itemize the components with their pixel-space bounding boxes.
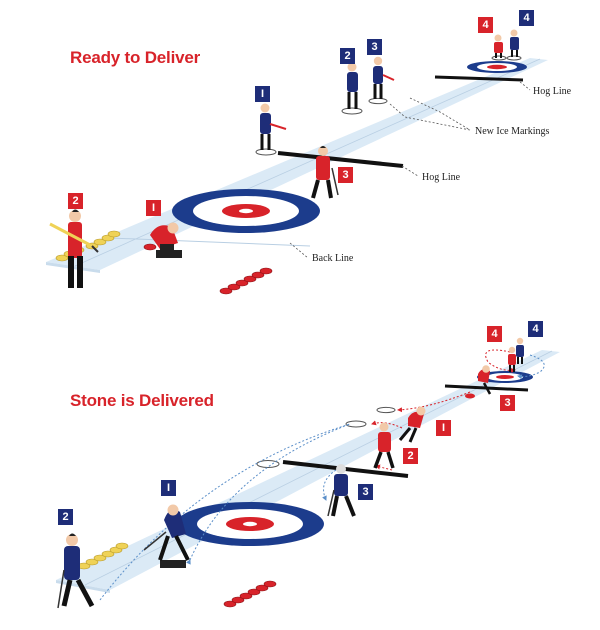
near-hog-line	[277, 151, 404, 168]
back-line	[109, 237, 311, 247]
badge-blue-4: 4	[519, 10, 534, 26]
ice-marking	[256, 460, 280, 468]
hack	[156, 250, 182, 258]
ice-marking	[255, 148, 277, 156]
ice-marking	[376, 406, 396, 414]
near-house	[172, 189, 320, 233]
ice-marking	[345, 420, 367, 428]
bottom-panel	[56, 337, 560, 609]
player-blue-4	[510, 29, 519, 57]
ice-marking	[341, 107, 363, 115]
player-blue-2	[57, 533, 95, 609]
badge-red-1: I	[146, 200, 161, 216]
yellow-stones	[77, 542, 129, 570]
red-stones	[223, 580, 277, 608]
panel-title-ready: Ready to Deliver	[70, 48, 201, 67]
label-hog-line-far: Hog Line	[533, 86, 572, 97]
hack	[160, 560, 186, 568]
player-red-3	[311, 146, 339, 199]
moving-stone	[465, 393, 475, 399]
player-blue-3	[327, 464, 356, 517]
badge-blue-4: 4	[528, 321, 543, 337]
path-red-2	[375, 464, 393, 471]
player-blue-4	[516, 337, 524, 364]
leader-new-ice-2	[409, 97, 471, 131]
player-red-2	[373, 422, 395, 469]
leader-hog-far	[519, 81, 531, 91]
ice-marking	[368, 97, 388, 105]
player-red-2	[49, 209, 99, 288]
player-red-4	[508, 346, 516, 372]
red-stones	[219, 267, 273, 295]
badge-red-2: 2	[403, 448, 418, 464]
player-blue-1	[260, 103, 287, 150]
player-blue-2	[347, 62, 358, 109]
badge-red-2: 2	[68, 193, 83, 209]
label-hog-line-near: Hog Line	[422, 172, 461, 183]
far-house	[467, 61, 527, 73]
badge-blue-2: 2	[340, 48, 355, 64]
ice-marking	[491, 55, 507, 61]
leader-hog-near	[401, 165, 419, 177]
panel-title-delivered: Stone is Delivered	[70, 391, 214, 410]
label-back-line: Back Line	[312, 253, 354, 264]
player-red-3	[478, 365, 492, 395]
badge-blue-2: 2	[58, 509, 73, 525]
far-house	[477, 371, 533, 383]
path-red-3	[397, 391, 471, 413]
badge-blue-1: I	[161, 480, 176, 496]
badge-blue-3: 3	[358, 484, 373, 500]
player-blue-1	[143, 504, 190, 561]
path-stone-line	[186, 423, 351, 565]
top-panel	[46, 29, 548, 295]
badge-blue-3: 3	[367, 39, 382, 55]
leader-new-ice	[389, 103, 471, 131]
badge-red-1: I	[436, 420, 451, 436]
center-line	[84, 350, 553, 586]
path-blue-3	[322, 469, 337, 501]
player-red-1	[398, 406, 426, 443]
badge-red-3: 3	[500, 395, 515, 411]
label-new-ice-markings: New Ice Markings	[475, 126, 550, 137]
player-blue-3	[373, 56, 395, 99]
ice-marking	[506, 55, 522, 61]
badge-red-4: 4	[487, 326, 502, 342]
badge-red-3: 3	[338, 167, 353, 183]
badge-red-4: 4	[478, 17, 493, 33]
near-house	[176, 502, 324, 546]
center-line	[74, 58, 541, 267]
badge-blue-1: I	[255, 86, 270, 102]
path-blue-2-delivery	[99, 423, 351, 601]
player-red-4	[494, 34, 503, 58]
player-red-1	[143, 222, 179, 252]
far-hog-line	[434, 75, 524, 82]
